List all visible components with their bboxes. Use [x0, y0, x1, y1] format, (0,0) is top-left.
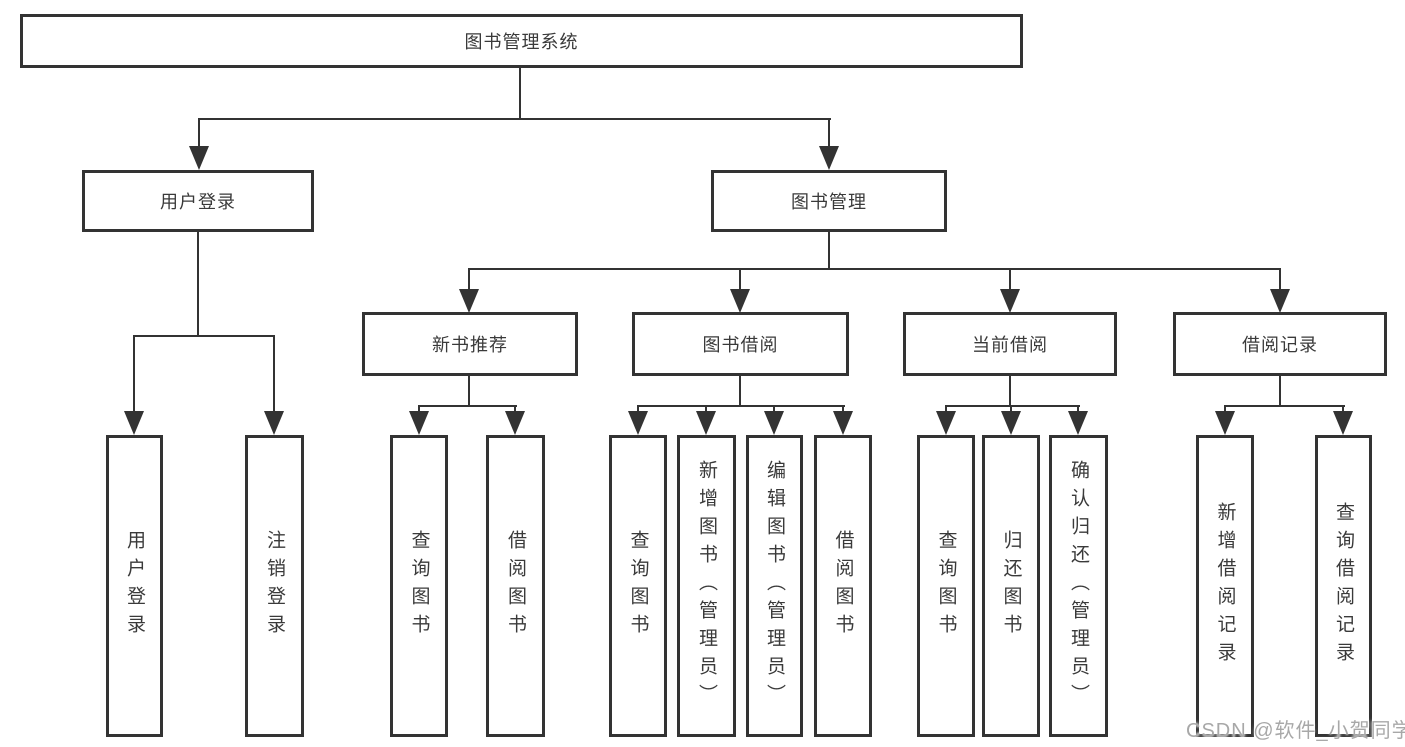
connector-line: [1010, 405, 1012, 415]
leaf-label: 确认归还（管理员）: [1068, 460, 1089, 712]
leaf-label: 用户登录: [124, 530, 145, 642]
leaf-label: 查询图书: [627, 530, 649, 642]
connector-line: [1077, 405, 1079, 415]
leaf-logout: 注销登录: [245, 435, 304, 737]
arrow-down-icon: [819, 146, 839, 170]
connector-line: [705, 405, 707, 415]
connector-line: [1279, 376, 1281, 407]
connector-line: [1342, 405, 1344, 415]
arrow-down-icon: [124, 411, 144, 435]
connector-line: [133, 335, 135, 415]
connector-line: [468, 268, 1281, 270]
leaf-label: 借阅图书: [505, 530, 526, 642]
arrow-down-icon: [1001, 411, 1021, 435]
arrow-down-icon: [264, 411, 284, 435]
leaf-add-books-admin: 新增图书（管理员）: [677, 435, 736, 737]
arrow-down-icon: [1215, 411, 1235, 435]
connector-line: [133, 335, 275, 337]
node-borrowing-records: 借阅记录: [1173, 312, 1387, 376]
connector-line: [773, 405, 775, 415]
connector-line: [468, 268, 470, 293]
arrow-down-icon: [409, 411, 429, 435]
connector-line: [637, 405, 845, 407]
leaf-borrow-books-recommend: 借阅图书: [486, 435, 545, 737]
node-new-book-recommendation: 新书推荐: [362, 312, 578, 376]
connector-line: [1279, 268, 1281, 293]
connector-line: [198, 118, 200, 156]
connector-line: [514, 405, 516, 415]
connector-line: [1009, 268, 1011, 293]
node-label: 当前借阅: [972, 335, 1048, 355]
arrow-down-icon: [189, 146, 209, 170]
leaf-label: 新增借阅记录: [1214, 502, 1236, 670]
leaf-label: 查询图书: [408, 530, 430, 642]
arrow-down-icon: [764, 411, 784, 435]
arrow-down-icon: [628, 411, 648, 435]
node-user-login: 用户登录: [82, 170, 314, 232]
arrow-down-icon: [505, 411, 525, 435]
arrow-down-icon: [459, 289, 479, 313]
connector-line: [828, 232, 830, 270]
connector-line: [1224, 405, 1345, 407]
leaf-query-books-recommend: 查询图书: [390, 435, 448, 737]
node-label: 图书管理系统: [464, 32, 579, 52]
leaf-borrow-books: 借阅图书: [814, 435, 872, 737]
node-label: 图书管理: [791, 192, 867, 212]
node-label: 图书借阅: [702, 335, 779, 355]
leaf-label: 查询借阅记录: [1333, 502, 1354, 670]
connector-line: [828, 118, 830, 156]
connector-line: [197, 232, 199, 337]
leaf-add-borrow-record: 新增借阅记录: [1196, 435, 1254, 737]
leaf-query-borrow-record: 查询借阅记录: [1315, 435, 1372, 737]
connector-line: [198, 118, 831, 120]
connector-line: [418, 405, 420, 415]
node-book-management: 图书管理: [711, 170, 947, 232]
connector-line: [637, 405, 639, 415]
leaf-return-books: 归还图书: [982, 435, 1040, 737]
leaf-label: 注销登录: [264, 530, 285, 642]
leaf-label: 归还图书: [1000, 530, 1022, 642]
arrow-down-icon: [696, 411, 716, 435]
leaf-label: 查询图书: [935, 530, 957, 642]
arrow-down-icon: [833, 411, 853, 435]
connector-line: [468, 376, 470, 407]
connector-line: [739, 376, 741, 407]
leaf-label: 编辑图书（管理员）: [764, 460, 785, 712]
connector-line: [1224, 405, 1226, 415]
connector-line: [519, 68, 521, 119]
leaf-label: 新增图书（管理员）: [696, 460, 717, 712]
arrow-down-icon: [1270, 289, 1290, 313]
node-book-borrowing: 图书借阅: [632, 312, 849, 376]
leaf-label: 借阅图书: [832, 530, 854, 642]
leaf-query-books-borrowing: 查询图书: [609, 435, 667, 737]
connector-line: [739, 268, 741, 293]
arrow-down-icon: [730, 289, 750, 313]
connector-line: [842, 405, 844, 415]
connector-line: [945, 405, 1080, 407]
arrow-down-icon: [1068, 411, 1088, 435]
leaf-confirm-return-admin: 确认归还（管理员）: [1049, 435, 1108, 737]
arrow-down-icon: [1333, 411, 1353, 435]
node-current-borrowing: 当前借阅: [903, 312, 1117, 376]
leaf-user-login: 用户登录: [106, 435, 163, 737]
node-library-management-system: 图书管理系统: [20, 14, 1023, 68]
node-label: 新书推荐: [432, 335, 508, 355]
connector-line: [1009, 376, 1011, 407]
csdn-watermark: CSDN @软件_小贺同学: [1186, 720, 1405, 742]
connector-line: [273, 335, 275, 415]
arrow-down-icon: [1000, 289, 1020, 313]
leaf-edit-books-admin: 编辑图书（管理员）: [746, 435, 803, 737]
connector-line: [418, 405, 517, 407]
leaf-query-books-current: 查询图书: [917, 435, 975, 737]
connector-line: [945, 405, 947, 415]
node-label: 用户登录: [160, 192, 236, 212]
node-label: 借阅记录: [1242, 335, 1318, 355]
arrow-down-icon: [936, 411, 956, 435]
